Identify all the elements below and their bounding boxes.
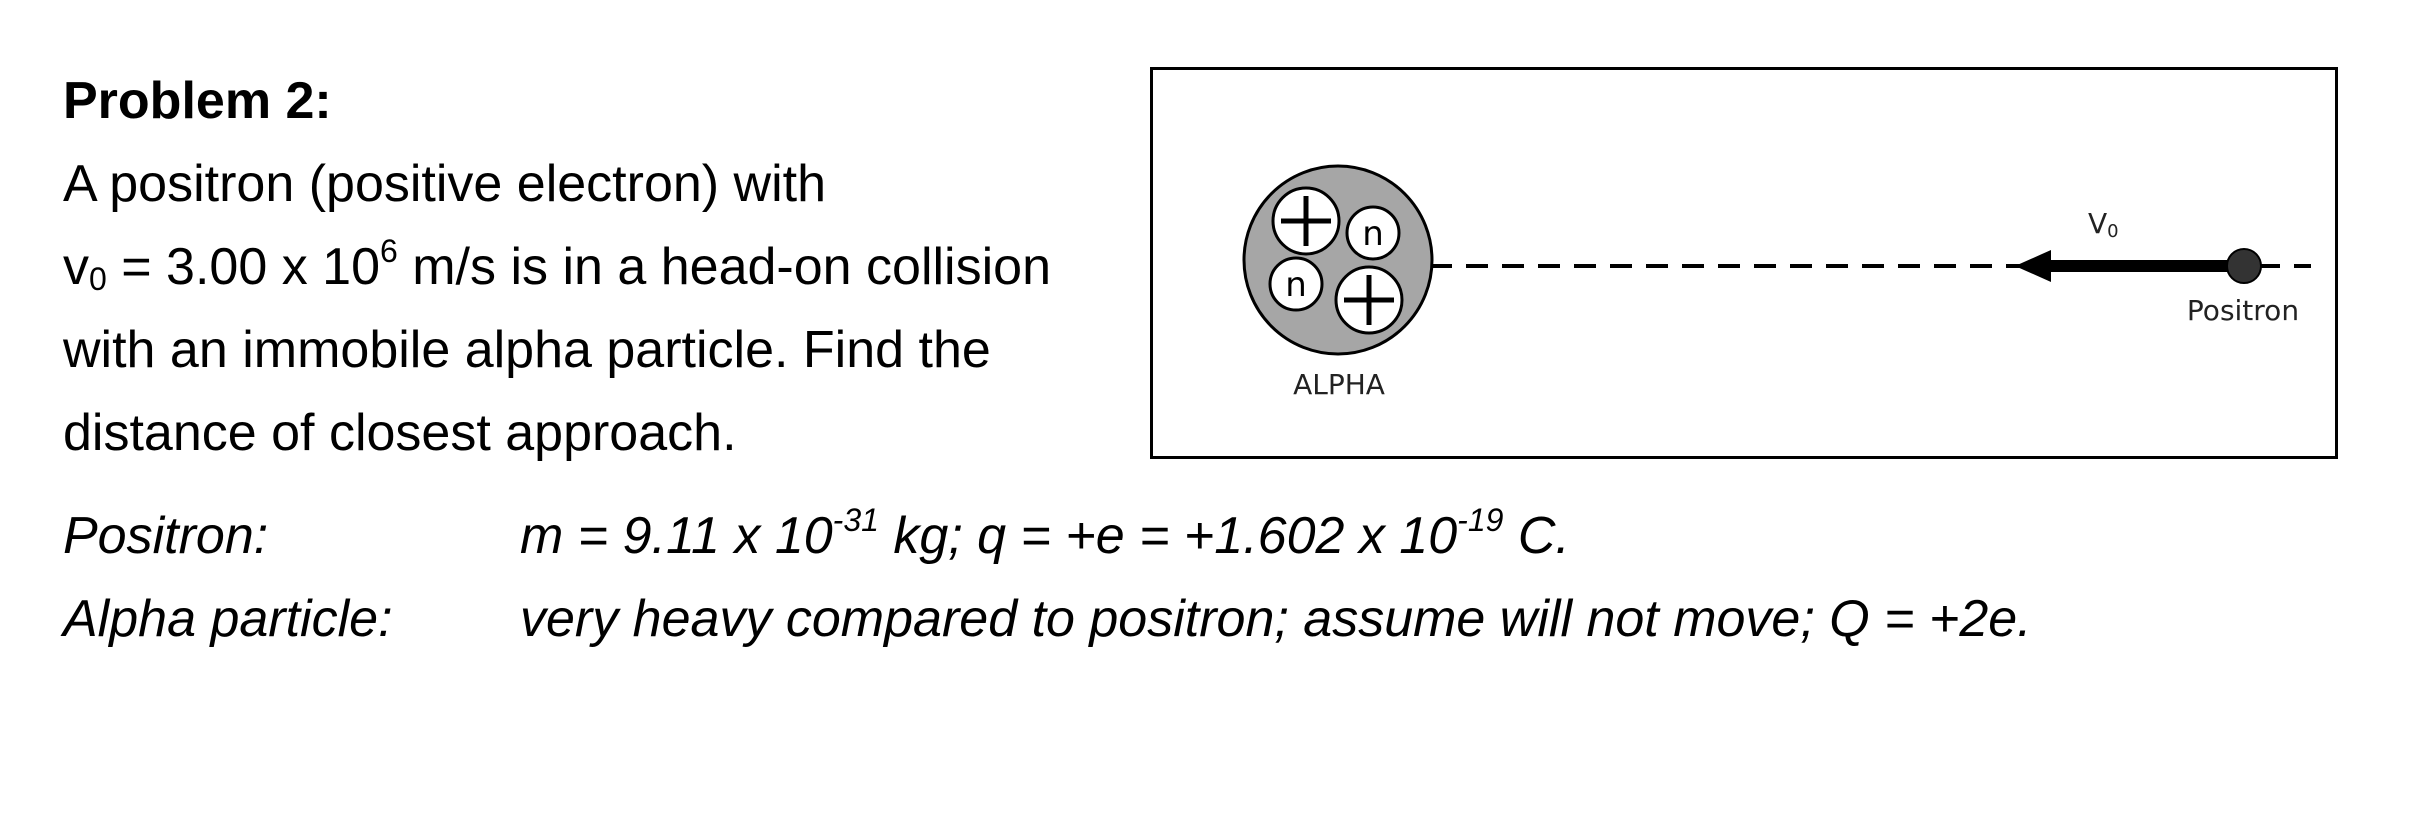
alpha-label: ALPHA <box>1293 368 1385 401</box>
alpha-particle: n n <box>1242 164 1434 356</box>
neutron-label: n <box>1362 214 1384 254</box>
velocity-exponent: 6 <box>380 233 398 269</box>
positron-given-value: m = 9.11 x 10-31 kg; q = +e = +1.602 x 1… <box>520 495 1570 578</box>
velocity-value: = 3.00 x 10 <box>106 238 380 296</box>
collision-diagram: n n ALPHA V0 Positron <box>1150 67 2338 459</box>
positron-charge-unit: C. <box>1503 507 1570 565</box>
positron-charge-exponent: -19 <box>1457 502 1504 538</box>
neutron-icon: n <box>1268 256 1324 312</box>
proton-plus-icon <box>1271 186 1341 256</box>
problem-statement: Problem 2: A positron (positive electron… <box>63 60 1113 475</box>
positron-dot <box>2226 248 2262 284</box>
problem-line-4: distance of closest approach. <box>63 404 737 462</box>
velocity-label: V0 <box>2088 207 2119 242</box>
problem-line-1: A positron (positive electron) with <box>63 155 827 213</box>
positron-charge-text: kg; q = +e = +1.602 x 10 <box>878 507 1458 565</box>
velocity-label-subscript: 0 <box>2107 221 2118 242</box>
neutron-label: n <box>1285 265 1307 305</box>
arrow-head-icon <box>2015 250 2051 282</box>
proton-plus-icon <box>1334 265 1404 335</box>
alpha-given-label: Alpha particle: <box>63 590 393 648</box>
velocity-arrow <box>2015 250 2243 282</box>
alpha-nucleus-circle <box>1242 164 1434 356</box>
alpha-given-value: very heavy compared to positron; assume … <box>520 590 2032 648</box>
collision-diagram-svg: n n ALPHA V0 Positron <box>1242 164 2311 401</box>
positron-mass-exponent: -31 <box>832 502 879 538</box>
problem-line-2-end: m/s is in a head-on collision <box>397 238 1051 296</box>
problem-line-2: v0 = 3.00 x 106 m/s is in a head-on coll… <box>63 226 1113 309</box>
positron-given-label: Positron: <box>63 507 269 565</box>
problem-line-3: with an immobile alpha particle. Find th… <box>63 321 991 379</box>
velocity-subscript: 0 <box>89 261 107 297</box>
velocity-label-v: V <box>2088 207 2107 240</box>
positron-mass-text: m = 9.11 x 10 <box>520 507 833 565</box>
velocity-symbol: v <box>63 238 89 296</box>
positron-label: Positron <box>2187 294 2299 327</box>
neutron-icon: n <box>1345 205 1401 261</box>
problem-title: Problem 2: <box>63 72 332 130</box>
